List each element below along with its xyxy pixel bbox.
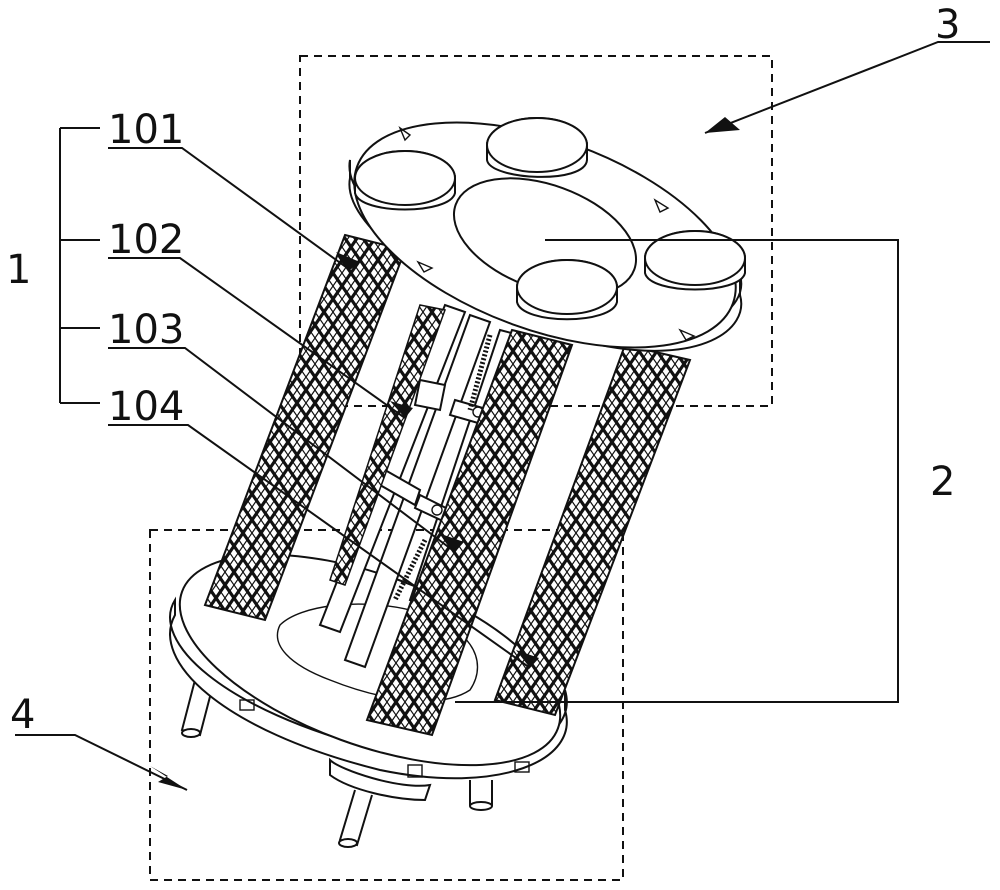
label-part-104: 104	[108, 384, 184, 430]
label-part-103: 103	[108, 307, 184, 353]
label-component-2: 2	[930, 459, 955, 505]
label-component-3: 3	[935, 2, 960, 48]
label-component-4: 4	[10, 692, 35, 738]
label-part-102: 102	[108, 217, 184, 263]
label-part-101: 101	[108, 107, 184, 153]
label-assembly-1: 1	[6, 247, 31, 293]
